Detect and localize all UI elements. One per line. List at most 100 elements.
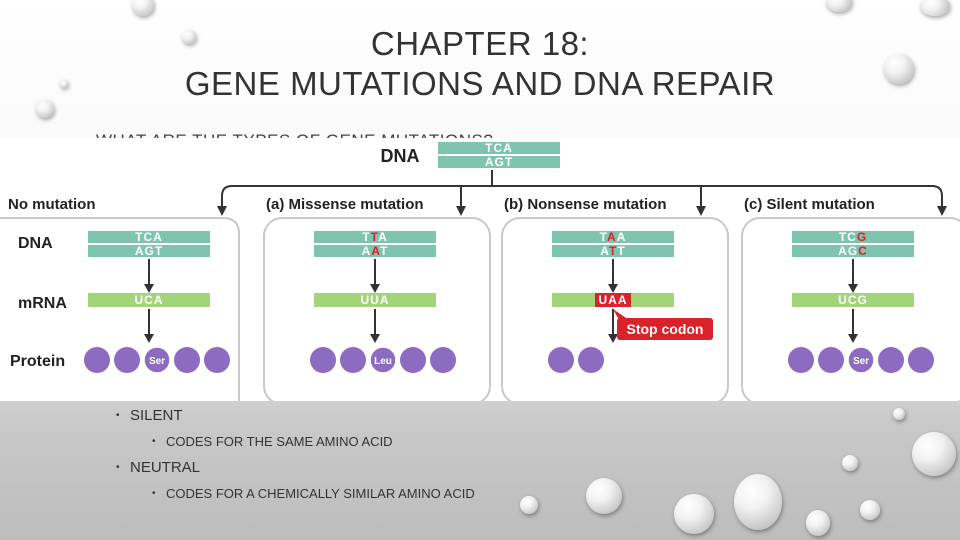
water-droplet: [826, 0, 852, 12]
title-line-1: CHAPTER 18:: [370, 25, 590, 62]
dna-codon-bottom: AGT: [135, 244, 163, 258]
dna-band: [552, 231, 674, 243]
amino-acid: [310, 347, 336, 373]
dna-codon-top: TCG: [839, 230, 867, 244]
dna-band: [88, 245, 210, 257]
panel-label: No mutation: [8, 196, 96, 213]
connector-arrowhead: [937, 206, 947, 216]
water-droplet: [60, 80, 68, 88]
dna-band: [792, 231, 914, 243]
mrna-codon: UCG: [838, 293, 868, 307]
water-droplet: [912, 432, 956, 476]
amino-acid: [430, 347, 456, 373]
water-droplet: [674, 494, 714, 534]
transcription-arrow-head: [144, 284, 154, 293]
water-droplet: [520, 496, 538, 514]
amino-acid-highlight: [847, 346, 875, 374]
dna-codon-top: TCA: [135, 230, 163, 244]
panel-box: [263, 217, 491, 401]
water-droplet: [36, 100, 54, 118]
amino-acid: [878, 347, 904, 373]
translation-arrow-head: [608, 334, 618, 343]
top-dna-codon: TCA: [485, 141, 513, 155]
panel-label: (c) Silent mutation: [744, 196, 875, 213]
dna-codon-top: TTA: [362, 230, 387, 244]
translation-arrow-head: [370, 334, 380, 343]
connector-bar: [221, 185, 943, 208]
water-droplet: [920, 0, 950, 16]
water-droplet: [842, 455, 858, 471]
top-dna-band: [438, 156, 560, 168]
top-dna-label: DNA: [381, 146, 420, 166]
bullet-level-2: •CODES FOR A CHEMICALLY SIMILAR AMINO AC…: [152, 486, 475, 501]
connector-arrowhead: [217, 206, 227, 216]
panel-label: (a) Missense mutation: [266, 196, 424, 213]
water-droplet: [893, 408, 905, 420]
bullet-level-1: •NEUTRAL: [116, 459, 201, 476]
mrna-band: [314, 293, 436, 307]
mrna-codon: UUA: [360, 293, 389, 307]
amino-acid-label: Leu: [374, 356, 392, 367]
amino-acid: [788, 347, 814, 373]
mrna-band: [88, 293, 210, 307]
dna-codon-bottom: AGC: [838, 244, 868, 258]
amino-acid: [548, 347, 574, 373]
dna-codon-bottom: AAT: [362, 244, 389, 258]
amino-acid: [340, 347, 366, 373]
transcription-arrow-head: [608, 284, 618, 293]
amino-acid: [400, 347, 426, 373]
amino-acid: [84, 347, 110, 373]
water-droplet: [182, 30, 196, 44]
bullet-level-1: •SILENT: [116, 407, 183, 424]
amino-acid: [908, 347, 934, 373]
dna-band: [314, 231, 436, 243]
bullet-level-2: •CODES FOR THE SAME AMINO ACID: [152, 434, 393, 449]
slide-title: CHAPTER 18: GENE MUTATIONS AND DNA REPAI…: [0, 24, 960, 104]
amino-acid-highlight: [143, 346, 171, 374]
water-droplet: [586, 478, 622, 514]
amino-acid: [204, 347, 230, 373]
amino-acid: [818, 347, 844, 373]
water-droplet: [734, 474, 782, 530]
water-droplet: [806, 510, 830, 536]
stop-codon-label: Stop codon: [627, 321, 704, 337]
row-label-protein: Protein: [10, 353, 65, 370]
water-droplet: [860, 500, 880, 520]
panel-box: [741, 217, 960, 401]
amino-acid-highlight: [369, 346, 397, 374]
mrna-codon: UCA: [134, 293, 163, 307]
connector-arrowhead: [696, 206, 706, 216]
top-dna-codon: AGT: [485, 155, 513, 169]
mrna-band: [792, 293, 914, 307]
panel-box: [0, 217, 240, 401]
transcription-arrow-head: [370, 284, 380, 293]
amino-acid: [578, 347, 604, 373]
amino-acid: [114, 347, 140, 373]
amino-acid: [174, 347, 200, 373]
bullet-text: SILENT: [130, 407, 183, 424]
bullet-text: CODES FOR A CHEMICALLY SIMILAR AMINO ACI…: [166, 486, 475, 501]
panel-label: (b) Nonsense mutation: [504, 196, 667, 213]
stop-codon-box: [617, 318, 713, 340]
dna-band: [792, 245, 914, 257]
dna-band: [552, 245, 674, 257]
dna-band: [88, 231, 210, 243]
dna-codon-top: TAA: [600, 230, 627, 244]
stop-codon-pointer: [613, 309, 629, 320]
amino-acid-label: Ser: [853, 356, 869, 367]
stop-codon-highlight: [595, 293, 631, 307]
row-label-dna: DNA: [18, 235, 53, 252]
dna-band: [314, 245, 436, 257]
top-dna-band: [438, 142, 560, 154]
connector-arrowhead: [456, 206, 466, 216]
bullet-text: CODES FOR THE SAME AMINO ACID: [166, 434, 393, 449]
water-droplet: [884, 54, 914, 84]
translation-arrow-head: [848, 334, 858, 343]
transcription-arrow-head: [848, 284, 858, 293]
title-line-2: GENE MUTATIONS AND DNA REPAIR: [184, 65, 776, 102]
panel-box: [501, 217, 729, 401]
row-label-mrna: mRNA: [18, 295, 67, 312]
amino-acid-label: Ser: [149, 356, 165, 367]
mrna-codon: UAA: [598, 293, 627, 307]
